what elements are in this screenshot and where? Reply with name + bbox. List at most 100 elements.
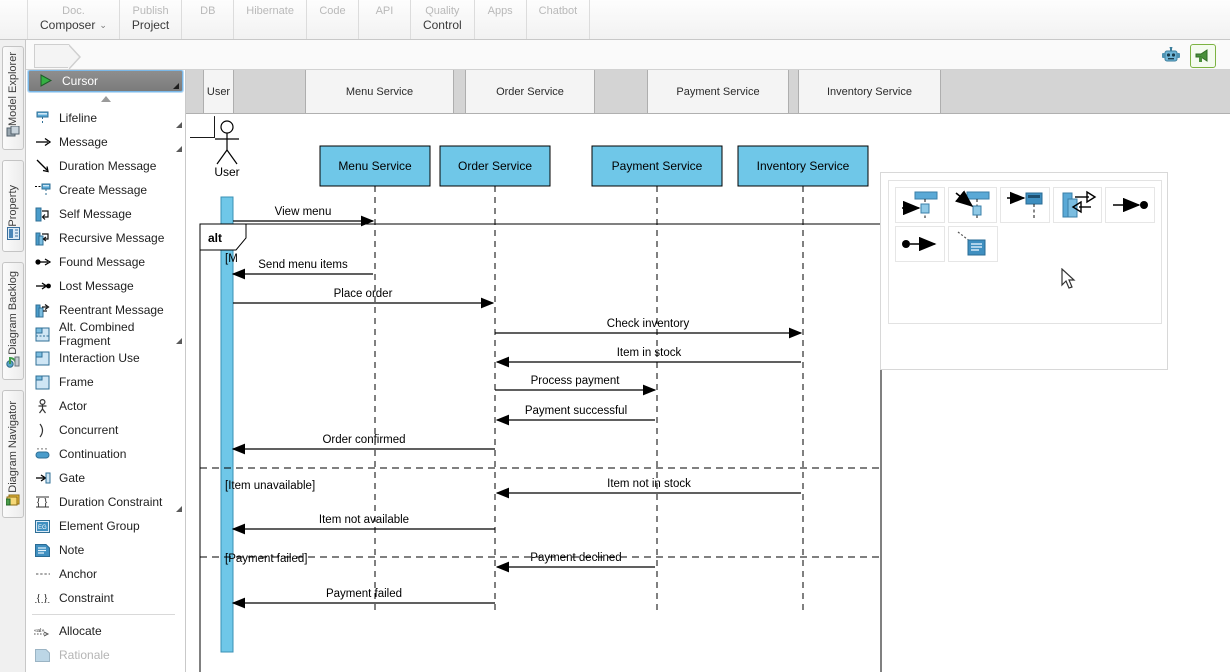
palette-item-message[interactable]: Message (26, 130, 185, 154)
palette-item-duration-message[interactable]: Duration Message (26, 154, 185, 178)
ribbon-groups: Doc.Composer⌄PublishProjectDB⌄Hibernate⌄… (28, 0, 591, 39)
ruler-cell-menu-service[interactable]: Menu Service (306, 70, 454, 113)
palette-item-reentrant-message[interactable]: Reentrant Message (26, 298, 185, 322)
palette-item-allocate[interactable]: «al»Allocate (26, 619, 185, 643)
ribbon-group-doc[interactable]: Doc.Composer⌄ (28, 0, 120, 39)
ribbon-group-chatbot[interactable]: Chatbot (527, 0, 591, 39)
message-arrow-icon (34, 134, 51, 151)
palette-item-label: Allocate (59, 624, 102, 638)
ruler-cell-order-service[interactable]: Order Service (466, 70, 595, 113)
diagram-text: Payment Service (612, 159, 703, 173)
vtab-diagram-backlog[interactable]: Diagram Backlog (2, 262, 24, 380)
palette-scroll-up-icon[interactable] (26, 92, 185, 106)
palette-item-interaction-use[interactable]: Interaction Use (26, 346, 185, 370)
ribbon-group-code[interactable]: Code⌄ (307, 0, 359, 39)
palette-item-recursive-message[interactable]: Recursive Message (26, 226, 185, 250)
vtab-diagram-navigator[interactable]: Diagram Navigator (2, 390, 24, 518)
chevron-down-icon[interactable]: ⌄ (99, 20, 107, 30)
palette-item-frame[interactable]: Frame (26, 370, 185, 394)
expand-corner-icon[interactable] (176, 146, 182, 152)
palette-item-label: Continuation (59, 447, 127, 461)
expand-corner-icon[interactable] (176, 338, 182, 344)
anchor-icon (34, 566, 51, 583)
activation-bar-user[interactable] (220, 196, 234, 653)
message-type-popup-palette[interactable] (880, 172, 1168, 370)
vtab-property[interactable]: Property (2, 160, 24, 252)
palette-item-duration-constraint[interactable]: { }Duration Constraint (26, 490, 185, 514)
ruler-cell-tail[interactable] (941, 70, 1230, 113)
palette-item-anchor[interactable]: Anchor (26, 562, 185, 586)
palette-item-cursor[interactable]: Cursor (27, 70, 184, 93)
lifeline-box-inventory-service[interactable] (737, 145, 869, 187)
expand-corner-icon[interactable] (176, 122, 182, 128)
palette-item-label: Lost Message (59, 279, 134, 293)
lifeline-box-menu-service[interactable] (319, 145, 431, 187)
expand-corner-icon[interactable] (176, 506, 182, 512)
palette-item-concurrent[interactable]: Concurrent (26, 418, 185, 442)
diagram-text: alt (208, 231, 222, 245)
message-icon[interactable] (895, 187, 945, 223)
ruler-cell-gap[interactable] (789, 70, 799, 113)
palette-item-rationale[interactable]: Rationale (26, 643, 185, 667)
svg-text:{ }: { } (36, 497, 48, 508)
palette-item-label: Create Message (59, 183, 148, 197)
message-payment-successful-label: Payment successful (525, 405, 627, 417)
duration-message-icon[interactable] (947, 187, 998, 223)
expand-corner-icon[interactable] (173, 83, 179, 89)
ribbon-group-apps[interactable]: Apps (475, 0, 527, 39)
palette-item-alt-combined-fragment[interactable]: Alt. Combined Fragment (26, 320, 185, 348)
ruler-cell-gap[interactable] (186, 70, 204, 113)
palette-item-lifeline[interactable]: Lifeline (26, 106, 185, 130)
constraint-icon: { } (34, 590, 51, 607)
model-explorer-icon (6, 125, 20, 141)
found-message-icon[interactable] (895, 226, 945, 262)
ribbon-group-db[interactable]: DB⌄ (182, 0, 235, 39)
ruler-cell-gap[interactable] (595, 70, 648, 113)
note-anchor-icon[interactable] (948, 226, 998, 262)
palette-item-create-message[interactable]: Create Message (26, 178, 185, 202)
announcement-megaphone-icon[interactable] (1190, 41, 1219, 68)
create-message-icon[interactable] (1000, 187, 1050, 223)
palette-item-actor[interactable]: Actor (26, 394, 185, 418)
ribbon-group-top-label: API (375, 5, 394, 17)
diagram-text: Menu Service (338, 159, 412, 173)
ruler-cell-inventory-service[interactable]: Inventory Service (799, 70, 941, 113)
palette-item-found-message[interactable]: Found Message (26, 250, 185, 274)
palette-item-self-message[interactable]: Self Message (26, 202, 185, 226)
actor-leg-left (216, 149, 228, 165)
palette-item-label: Self Message (59, 207, 132, 221)
ribbon-group-api[interactable]: API⌄ (359, 0, 411, 39)
ruler-cell-payment-service[interactable]: Payment Service (648, 70, 789, 113)
lifeline-box-order-service[interactable] (439, 145, 551, 187)
tabstrip-toolbar (1158, 41, 1219, 68)
tab-sequence-diagram1[interactable] (34, 44, 81, 70)
palette-item-note[interactable]: Note (26, 538, 185, 562)
ruler-cell-gap[interactable] (234, 70, 306, 113)
note-icon (34, 542, 51, 559)
ribbon-group-top-label: Publish (132, 5, 169, 17)
vtab-model-explorer[interactable]: Model Explorer (2, 46, 24, 150)
chatbot-robot-icon[interactable] (1158, 44, 1184, 68)
ruler-cell-gap[interactable] (454, 70, 466, 113)
frame-icon (34, 374, 51, 391)
lost-message-icon[interactable] (1105, 187, 1155, 223)
palette-item-gate[interactable]: Gate (26, 466, 185, 490)
diagram-text: Inventory Service (757, 159, 850, 173)
recursive-message-icon[interactable] (1052, 187, 1103, 223)
palette-item-constraint[interactable]: { }Constraint (26, 586, 185, 610)
vtab-label: Diagram Backlog (7, 271, 19, 355)
ribbon-group-top-label: Quality (425, 5, 460, 17)
palette-item-continuation[interactable]: Continuation (26, 442, 185, 466)
palette-item-lost-message[interactable]: Lost Message (26, 274, 185, 298)
lifeline-box-payment-service[interactable] (591, 145, 723, 187)
ribbon-group-hibernate[interactable]: Hibernate⌄ (234, 0, 307, 39)
message-item-in-stock-label: Item in stock (617, 347, 682, 359)
continuation-icon (34, 446, 51, 463)
ruler-cell-user[interactable]: User (204, 70, 234, 113)
alt-combined-fragment[interactable] (199, 223, 882, 672)
diagram-tab-strip (26, 40, 1230, 70)
